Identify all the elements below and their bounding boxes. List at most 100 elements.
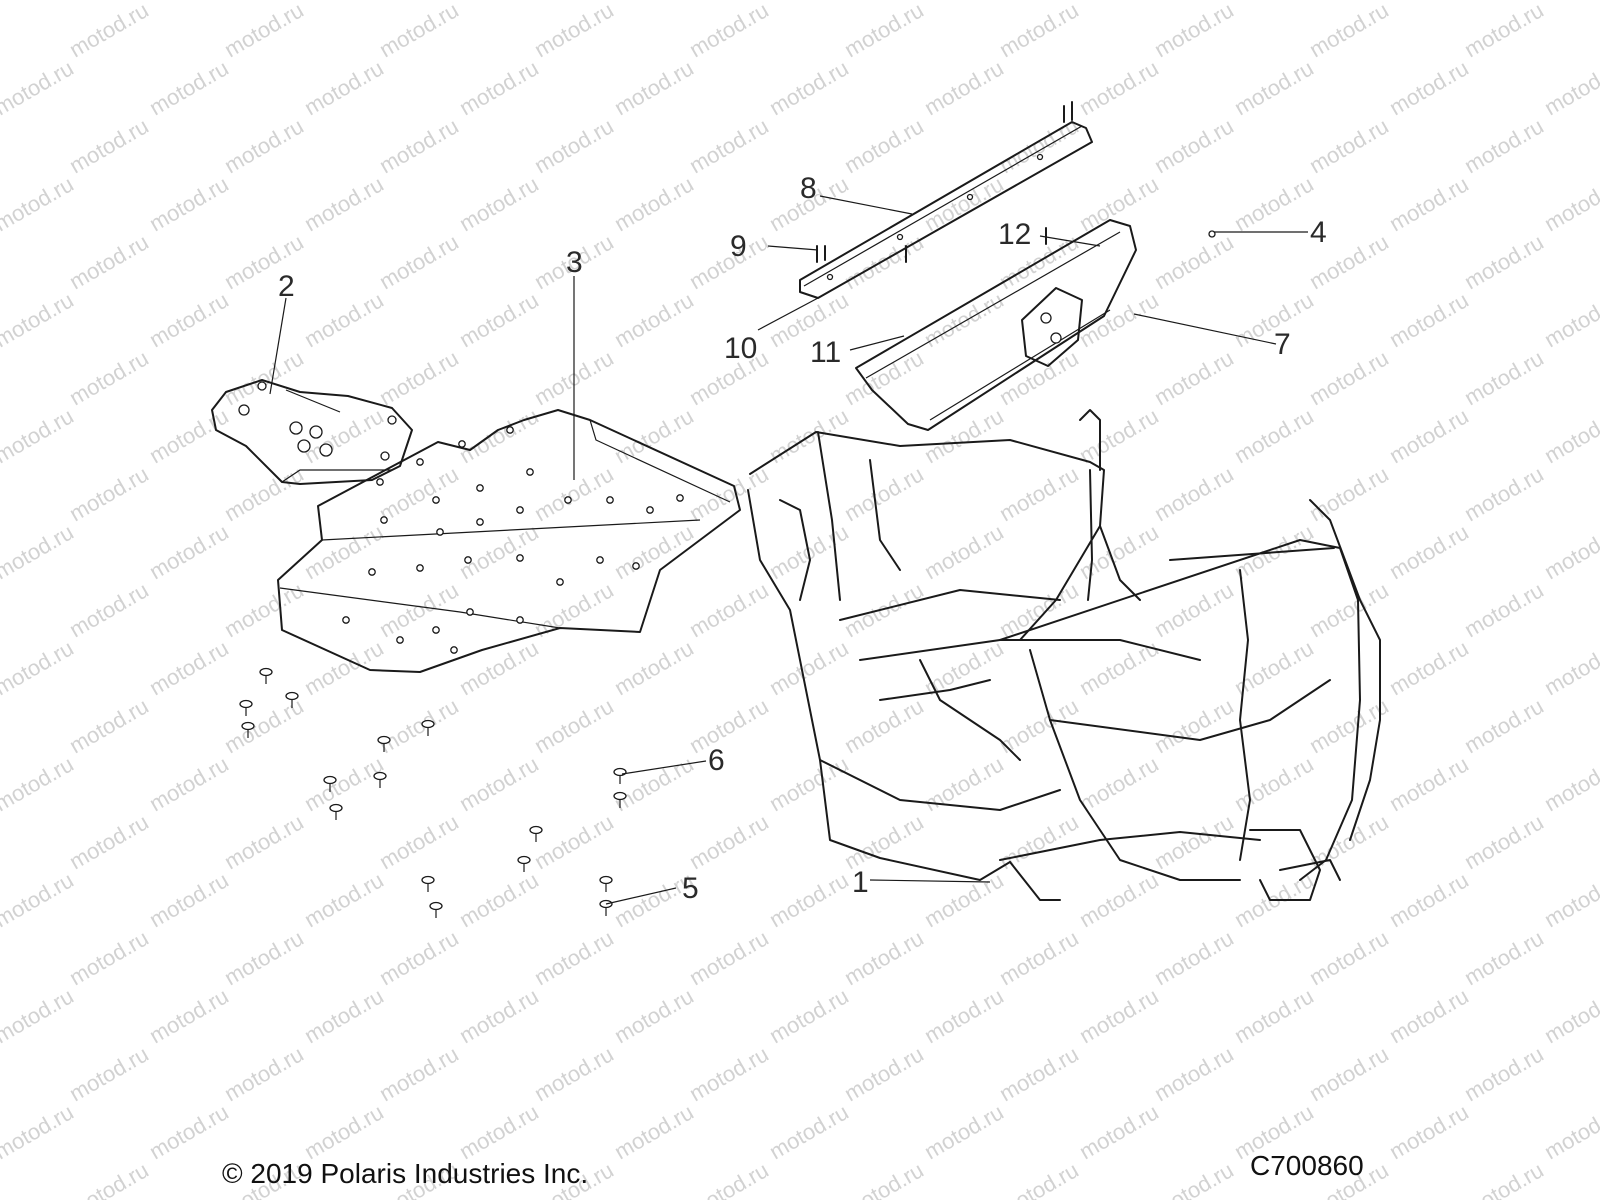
watermark-text: motod.ru bbox=[1460, 1041, 1548, 1106]
skid-hole bbox=[526, 468, 534, 476]
watermark-text: motod.ru bbox=[995, 1041, 1083, 1106]
watermark-text: motod.ru bbox=[920, 0, 1008, 4]
leader-10 bbox=[757, 297, 819, 331]
watermark-text: motod.ru bbox=[1540, 0, 1600, 4]
watermark-text: motod.ru bbox=[145, 171, 233, 236]
watermark-text: motod.ru bbox=[145, 55, 233, 120]
callout-3: 3 bbox=[566, 246, 583, 279]
skid-hole bbox=[432, 496, 440, 504]
watermark-text: motod.ru bbox=[300, 1099, 388, 1164]
watermark-text: motod.ru bbox=[65, 461, 153, 526]
watermark-text: motod.ru bbox=[145, 287, 233, 352]
watermark-text: motod.ru bbox=[840, 1041, 928, 1106]
watermark-text: motod.ru bbox=[300, 751, 388, 816]
watermark-text: motod.ru bbox=[455, 287, 543, 352]
leader-12 bbox=[1039, 235, 1101, 247]
watermark-text: motod.ru bbox=[1540, 403, 1600, 468]
watermark-text: motod.ru bbox=[65, 229, 153, 294]
watermark-text: motod.ru bbox=[1540, 867, 1600, 932]
watermark-text: motod.ru bbox=[1460, 461, 1548, 526]
watermark-text: motod.ru bbox=[840, 229, 928, 294]
skid-hole bbox=[596, 556, 604, 564]
callout-5: 5 bbox=[682, 872, 699, 905]
watermark-text: motod.ru bbox=[0, 1099, 78, 1164]
skid-plate-holes bbox=[342, 426, 684, 654]
skid-hole bbox=[464, 556, 472, 564]
skid-hole bbox=[476, 518, 484, 526]
fastener bbox=[429, 901, 443, 911]
watermark-text: motod.ru bbox=[1460, 693, 1548, 758]
watermark-text: motod.ru bbox=[1075, 55, 1163, 120]
watermark-text: motod.ru bbox=[65, 1041, 153, 1106]
skid-hole bbox=[342, 616, 350, 624]
watermark-text: motod.ru bbox=[840, 1157, 928, 1200]
watermark-text: motod.ru bbox=[145, 867, 233, 932]
watermark-text: motod.ru bbox=[765, 55, 853, 120]
watermark-text: motod.ru bbox=[455, 983, 543, 1048]
watermark-text: motod.ru bbox=[65, 577, 153, 642]
callout-8: 8 bbox=[800, 172, 817, 205]
watermark-text: motod.ru bbox=[1075, 0, 1163, 4]
watermark-text: motod.ru bbox=[1460, 577, 1548, 642]
watermark-text: motod.ru bbox=[1460, 809, 1548, 874]
callout-2: 2 bbox=[278, 270, 295, 303]
watermark-text: motod.ru bbox=[1385, 1099, 1473, 1164]
watermark-text: motod.ru bbox=[1385, 983, 1473, 1048]
copyright-notice: © 2019 Polaris Industries Inc. bbox=[222, 1158, 589, 1189]
fastener bbox=[373, 771, 387, 781]
watermark-text: motod.ru bbox=[1460, 229, 1548, 294]
watermark-text: motod.ru bbox=[145, 403, 233, 468]
watermark-text: motod.ru bbox=[300, 55, 388, 120]
leader-2a bbox=[269, 297, 287, 395]
watermark-text: motod.ru bbox=[610, 983, 698, 1048]
watermark-text: motod.ru bbox=[685, 461, 773, 526]
watermark-text: motod.ru bbox=[220, 1041, 308, 1106]
watermark-text: motod.ru bbox=[1150, 113, 1238, 178]
watermark-text: motod.ru bbox=[685, 113, 773, 178]
watermark-text: motod.ru bbox=[455, 867, 543, 932]
watermark-text: motod.ru bbox=[685, 577, 773, 642]
watermark-text: motod.ru bbox=[610, 0, 698, 4]
watermark-text: motod.ru bbox=[375, 577, 463, 642]
watermark-text: motod.ru bbox=[1460, 1157, 1548, 1200]
watermark-text: motod.ru bbox=[300, 867, 388, 932]
watermark-text: motod.ru bbox=[145, 983, 233, 1048]
watermark-text: motod.ru bbox=[0, 519, 78, 584]
watermark-text: motod.ru bbox=[920, 983, 1008, 1048]
leader-9 bbox=[767, 245, 819, 251]
watermark-text: motod.ru bbox=[300, 287, 388, 352]
leader-7 bbox=[1133, 313, 1277, 345]
watermark-text: motod.ru bbox=[840, 693, 928, 758]
watermark-text: motod.ru bbox=[145, 0, 233, 4]
callout-7: 7 bbox=[1274, 328, 1291, 361]
callout-4: 4 bbox=[1310, 216, 1327, 249]
watermark-text: motod.ru bbox=[65, 1157, 153, 1200]
watermark-text: motod.ru bbox=[145, 1099, 233, 1164]
watermark-text: motod.ru bbox=[1230, 171, 1318, 236]
watermark-text: motod.ru bbox=[685, 0, 773, 62]
skid-hole bbox=[606, 496, 614, 504]
skid-hole bbox=[380, 516, 388, 524]
watermark-text: motod.ru bbox=[220, 461, 308, 526]
main-frame bbox=[747, 409, 1381, 901]
watermark-text: motod.ru bbox=[375, 345, 463, 410]
skid-hole bbox=[646, 506, 654, 514]
watermark-text: motod.ru bbox=[375, 229, 463, 294]
watermark-text: motod.ru bbox=[840, 113, 928, 178]
watermark-text: motod.ru bbox=[610, 751, 698, 816]
watermark-text: motod.ru bbox=[840, 809, 928, 874]
watermark-text: motod.ru bbox=[765, 0, 853, 4]
watermark-text: motod.ru bbox=[455, 55, 543, 120]
watermark-text: motod.ru bbox=[65, 0, 153, 62]
watermark-text: motod.ru bbox=[920, 287, 1008, 352]
watermark-text: motod.ru bbox=[1385, 751, 1473, 816]
watermark-text: motod.ru bbox=[1540, 1099, 1600, 1164]
watermark-text: motod.ru bbox=[1230, 983, 1318, 1048]
watermark-text: motod.ru bbox=[1460, 925, 1548, 990]
leader-lines bbox=[269, 195, 1308, 905]
fastener bbox=[285, 691, 299, 701]
watermark-text: motod.ru bbox=[610, 635, 698, 700]
callouts: 1 2 3 4 5 6 7 8 9 10 11 12 bbox=[278, 172, 1327, 905]
watermark-text: motod.ru bbox=[1075, 867, 1163, 932]
fastener bbox=[259, 667, 273, 677]
